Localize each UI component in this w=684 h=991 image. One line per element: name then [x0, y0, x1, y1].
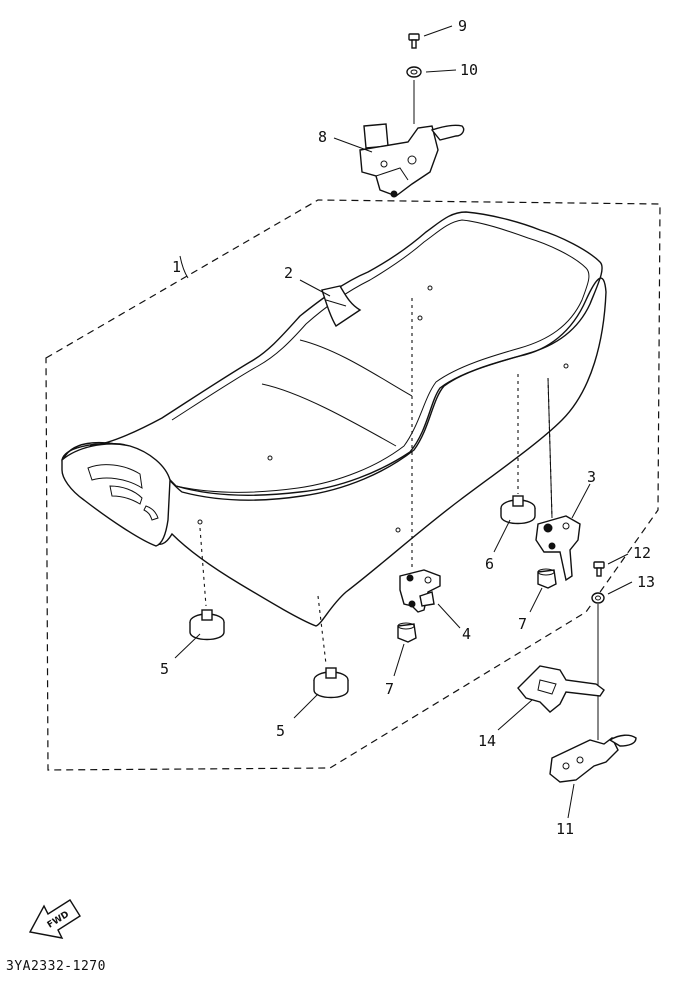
damper-5-lower — [313, 667, 349, 699]
callout-3: 3 — [587, 468, 596, 486]
washer-10 — [406, 66, 422, 78]
fwd-arrow-icon: FWD — [28, 899, 81, 939]
seat-assembly — [61, 211, 607, 627]
latch-11 — [549, 734, 637, 783]
damper-5-left — [189, 609, 225, 641]
callout-7a: 7 — [518, 615, 527, 633]
callout-14: 14 — [478, 732, 496, 750]
bolt-9 — [408, 33, 420, 49]
callout-4: 4 — [462, 625, 471, 643]
seat-lock-assembly — [359, 123, 465, 198]
callout-12: 12 — [633, 544, 651, 562]
callout-5a: 5 — [160, 660, 169, 678]
callout-5b: 5 — [276, 722, 285, 740]
callout-6: 6 — [485, 555, 494, 573]
callout-1: 1 — [172, 258, 181, 276]
callout-11: 11 — [556, 820, 574, 838]
callout-7b: 7 — [385, 680, 394, 698]
damper-6 — [500, 495, 536, 525]
callout-13: 13 — [637, 573, 655, 591]
callout-10: 10 — [460, 61, 478, 79]
nut-7-left — [397, 622, 417, 643]
callout-2: 2 — [284, 264, 293, 282]
part-code: 3YA2332-1270 — [6, 959, 106, 974]
screw-12 — [593, 561, 605, 577]
callout-9: 9 — [458, 17, 467, 35]
hook-bracket-4 — [399, 569, 441, 613]
callout-8: 8 — [318, 128, 327, 146]
hook-bracket-3 — [535, 515, 581, 582]
assembly-boundary — [45, 199, 661, 771]
bracket-14 — [517, 665, 605, 713]
nut-7-right — [537, 568, 557, 589]
washer-13 — [591, 592, 605, 604]
